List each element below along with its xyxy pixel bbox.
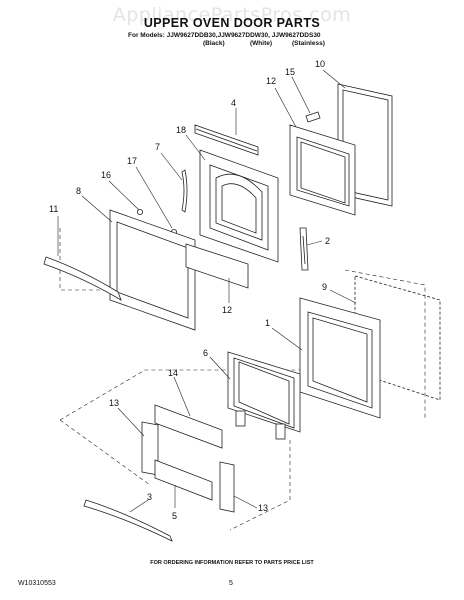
callout-15: 15 <box>285 67 295 77</box>
callout-labels: 15 10 12 4 18 7 17 16 8 11 2 12 9 1 6 14… <box>49 59 330 521</box>
variant-black: (Black) <box>203 40 225 47</box>
clip-part <box>305 111 321 123</box>
callout-14: 14 <box>168 368 178 378</box>
callout-8: 8 <box>76 186 81 196</box>
callout-6: 6 <box>203 348 208 358</box>
diagram-title: UPPER OVEN DOOR PARTS <box>143 16 321 30</box>
callout-5: 5 <box>172 511 177 521</box>
callout-11: 11 <box>49 204 58 214</box>
block-right-part <box>219 461 235 513</box>
callout-12-upper: 12 <box>266 76 276 86</box>
callout-13-right: 13 <box>258 503 268 513</box>
leader-lines <box>57 69 357 513</box>
callout-1: 1 <box>265 318 270 328</box>
page-number: 5 <box>229 580 233 587</box>
callout-7: 7 <box>155 142 160 152</box>
document-id: W10310553 <box>18 580 56 587</box>
callout-18: 18 <box>176 125 186 135</box>
callout-9: 9 <box>322 282 327 292</box>
bottom-spacer-part <box>154 459 213 501</box>
callout-3: 3 <box>147 492 152 502</box>
variant-white: (White) <box>250 40 273 47</box>
spacer-bar-part <box>154 404 223 449</box>
ordering-note: FOR ORDERING INFORMATION REFER TO PARTS … <box>150 560 314 566</box>
watermark: AppliancePartsPros.com <box>112 4 352 26</box>
callout-13-left: 13 <box>109 398 119 408</box>
callout-4: 4 <box>231 98 236 108</box>
models-line: For Models: JJW9627DDB30,JJW9627DDW30, J… <box>128 32 321 39</box>
callout-17: 17 <box>127 156 137 166</box>
lower-strip-part <box>185 243 249 289</box>
door-handle-part <box>43 256 122 301</box>
variant-stainless: (Stainless) <box>292 40 325 47</box>
callout-10: 10 <box>315 59 325 69</box>
callout-2: 2 <box>325 236 330 246</box>
vent-strip-part <box>83 499 173 542</box>
screw-16-part <box>136 208 143 215</box>
gasket-strip-part <box>181 169 188 213</box>
callout-16: 16 <box>101 170 111 180</box>
callout-12-lower: 12 <box>222 305 232 315</box>
